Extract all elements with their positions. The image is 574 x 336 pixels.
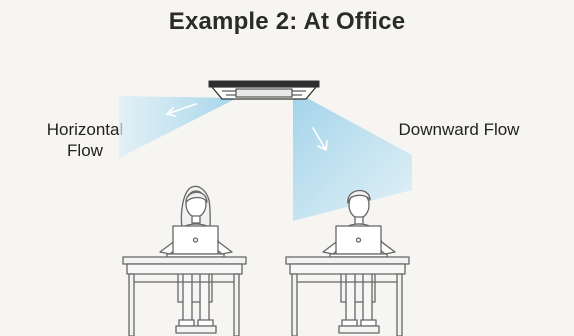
- ceiling-cassette-ac-icon: [209, 81, 319, 99]
- laptop-icon: [330, 226, 387, 257]
- laptop-icon: [167, 226, 224, 257]
- horizontal-airflow: [119, 96, 237, 158]
- left-workstation: [123, 186, 246, 336]
